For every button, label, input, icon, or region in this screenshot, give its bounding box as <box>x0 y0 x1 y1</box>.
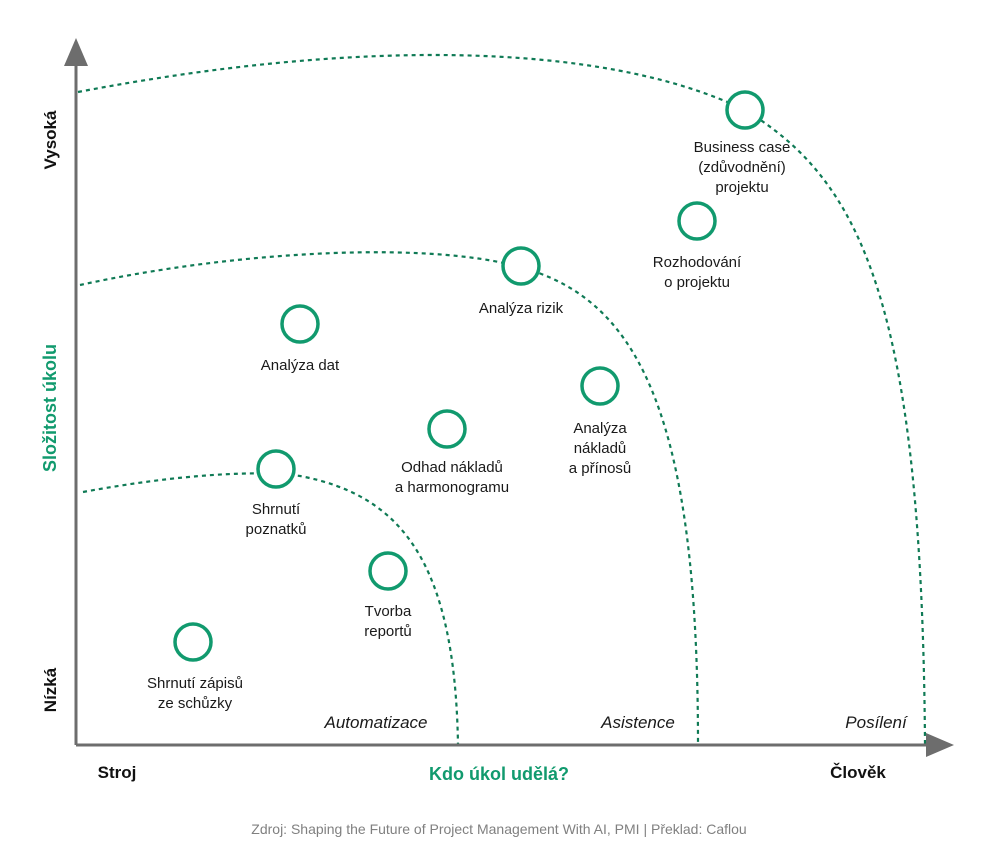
task-node-analyza-dat: Analýza dat <box>261 304 340 374</box>
task-node-label: ze schůzky <box>158 695 233 712</box>
task-node-circle <box>725 90 765 130</box>
source-note: Zdroj: Shaping the Future of Project Man… <box>251 821 746 837</box>
task-node-label: Shrnutí <box>252 501 301 518</box>
y-axis-high-label: Vysoká <box>41 110 60 169</box>
task-node-circle <box>173 622 213 662</box>
x-axis-title: Kdo úkol udělá? <box>429 764 569 784</box>
task-node-circle <box>580 366 620 406</box>
task-node-label: Analýza <box>573 420 627 437</box>
task-node-shrnuti-poznatku: Shrnutí poznatků <box>246 449 307 538</box>
task-node-label: Rozhodování <box>653 254 742 271</box>
task-node-tvorba-reportu: Tvorba reportů <box>364 551 412 640</box>
y-axis-arrowhead <box>64 38 88 66</box>
assistance-zone-curve <box>79 251 700 746</box>
zone-label-assistance: Asistence <box>600 713 675 732</box>
task-node-label: a harmonogramu <box>395 479 509 496</box>
task-node-label: Shrnutí zápisů <box>147 675 243 692</box>
task-node-label: Analýza rizik <box>479 300 564 317</box>
task-node-circle <box>280 304 320 344</box>
task-nodes: Shrnutí zápisů ze schůzky Tvorba reportů Shr… <box>147 90 791 712</box>
x-axis-right-label: Člověk <box>830 763 886 782</box>
task-node-label: o projektu <box>664 274 730 291</box>
task-node-label: Odhad nákladů <box>401 459 503 476</box>
task-node-label: nákladů <box>574 440 627 457</box>
task-node-analyza-rizik: Analýza rizik <box>479 246 564 317</box>
task-node-circle <box>368 551 408 591</box>
task-node-label: Business case <box>694 139 791 156</box>
task-node-circle <box>501 246 541 286</box>
x-axis-left-label: Stroj <box>98 763 137 782</box>
task-node-odhad-nakladu: Odhad nákladů a harmonogramu <box>395 409 509 496</box>
task-node-label: (zdůvodnění) <box>698 159 786 176</box>
y-axis-title: Složitost úkolu <box>40 344 60 472</box>
task-node-circle <box>427 409 467 449</box>
task-node-label: projektu <box>715 179 768 196</box>
y-axis-low-label: Nízká <box>41 667 60 712</box>
task-node-label: Tvorba <box>365 603 412 620</box>
task-node-analyza-nakladu-prinosu: Analýza nákladů a přínosů <box>569 366 632 477</box>
x-axis-arrowhead <box>926 733 954 757</box>
task-node-circle <box>677 201 717 241</box>
task-node-circle <box>256 449 296 489</box>
task-node-label: poznatků <box>246 521 307 538</box>
automation-zone-curve <box>82 472 460 746</box>
task-node-label: a přínosů <box>569 460 632 477</box>
task-node-shrnuti-zapisu: Shrnutí zápisů ze schůzky <box>147 622 243 712</box>
task-node-business-case: Business case (zdůvodnění) projektu <box>694 90 791 196</box>
zone-label-automation: Automatizace <box>324 713 428 732</box>
zone-label-augmentation: Posílení <box>845 713 909 732</box>
augmentation-zone-curve <box>77 53 927 746</box>
task-node-label: reportů <box>364 623 412 640</box>
task-node-rozhodovani: Rozhodování o projektu <box>653 201 742 291</box>
task-node-label: Analýza dat <box>261 357 340 374</box>
